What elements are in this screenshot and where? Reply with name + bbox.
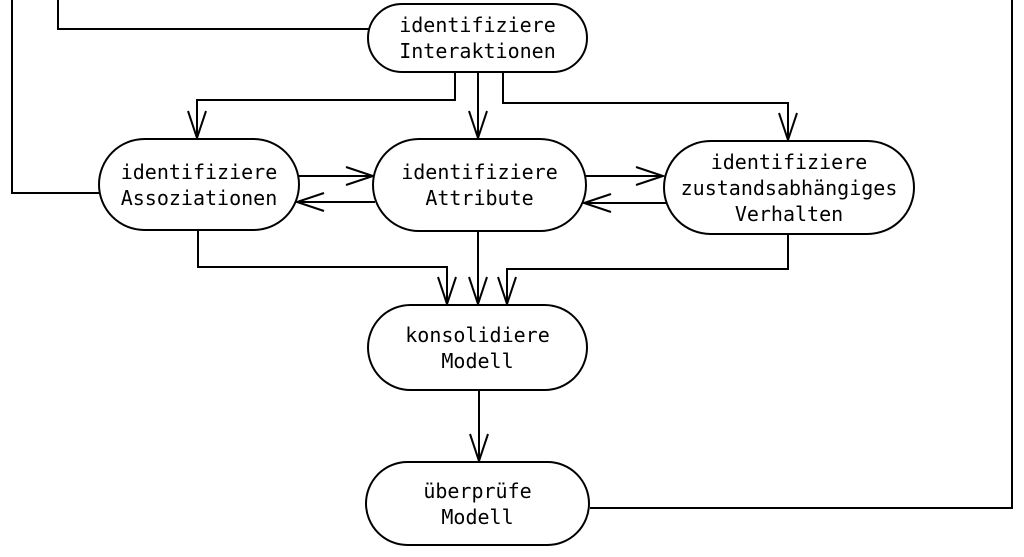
edge-ueberpruefe-feedback-right: [590, 0, 1013, 509]
node-label-line: Attribute: [425, 186, 534, 210]
node-label-line: identifiziere: [710, 149, 868, 174]
edge-interaktionen-to-verhalten-arrow: [502, 73, 788, 140]
edge-verhalten-to-konsolidiere-arrow: [507, 235, 789, 304]
edge-feedback-left-to-assoziationen: [11, 0, 99, 194]
node-label-line: zustandsabhängiges: [680, 175, 898, 200]
edge-assoziationen-to-konsolidiere-arrow: [197, 231, 447, 304]
edge-interaktionen-to-assoziationen-arrow: [197, 73, 456, 138]
node-label-line: überprüfe: [423, 478, 532, 503]
edge-feedback-left-to-interaktionen: [57, 0, 369, 30]
node-label-line: identifiziere: [401, 160, 558, 184]
node-label-line: Modell: [441, 348, 514, 373]
node-label-line: identifiziere: [120, 159, 278, 184]
node-label-line: Interaktionen: [399, 39, 556, 63]
node-label-line: Assoziationen: [120, 185, 278, 210]
node-label-line: identifiziere: [399, 13, 556, 37]
node-label-line: Modell: [441, 504, 514, 529]
node-label-line: Verhalten: [734, 201, 844, 226]
node-label-line: konsolidiere: [405, 322, 550, 347]
